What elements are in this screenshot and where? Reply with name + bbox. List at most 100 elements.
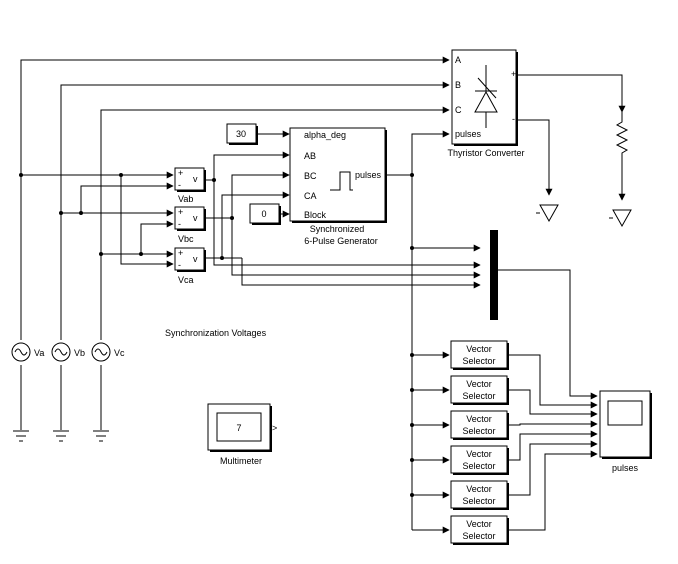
junction-dot bbox=[139, 252, 143, 256]
port-plus: + bbox=[511, 69, 516, 79]
wire-converter-plus bbox=[516, 74, 626, 113]
scope-label: pulses bbox=[612, 463, 639, 473]
ground-vc[interactable] bbox=[93, 430, 109, 442]
ground-converter-minus[interactable] bbox=[536, 204, 559, 223]
port-block: Block bbox=[304, 210, 327, 220]
wire-vs1-out bbox=[508, 354, 598, 409]
selector-label-line2: Selector bbox=[462, 426, 495, 436]
wire-vca-to-mux bbox=[241, 258, 481, 289]
port-ab: AB bbox=[304, 151, 316, 161]
voltmeter-label: Vca bbox=[178, 275, 194, 285]
constant-alpha[interactable]: 30 bbox=[226, 123, 258, 145]
port-out: v bbox=[193, 213, 198, 223]
wire-vs2-out bbox=[508, 389, 598, 418]
junction-dot bbox=[220, 256, 224, 260]
port-minus: - bbox=[178, 260, 181, 270]
vector-selector-2[interactable]: Vector Selector bbox=[450, 375, 509, 405]
ground-icon bbox=[13, 430, 29, 442]
wire-converter-minus bbox=[516, 119, 553, 196]
port-a: A bbox=[455, 55, 461, 65]
ground-icon bbox=[612, 209, 632, 228]
source-label-vb: Vb bbox=[74, 348, 85, 358]
generator-label-line1: Synchronized bbox=[310, 224, 365, 234]
wire-vs6-out bbox=[508, 450, 598, 531]
port-b: B bbox=[455, 80, 461, 90]
junction-dot bbox=[410, 246, 414, 250]
ac-source-vb[interactable]: Vb bbox=[51, 342, 85, 362]
selector-label-line2: Selector bbox=[462, 496, 495, 506]
junctions bbox=[19, 173, 414, 497]
wire-vbc-to-mux bbox=[231, 218, 481, 279]
ground-vb[interactable] bbox=[53, 430, 69, 442]
port-minus: - bbox=[512, 114, 515, 124]
wire-phase-c bbox=[100, 106, 450, 340]
junction-dot bbox=[410, 493, 414, 497]
ac-source-vc[interactable]: Vc bbox=[91, 342, 125, 362]
port-plus: + bbox=[178, 168, 183, 178]
wire-mux-out bbox=[498, 269, 598, 400]
thyristor-icon bbox=[474, 65, 498, 128]
ac-source-va[interactable]: Va bbox=[11, 342, 44, 362]
converter-label: Thyristor Converter bbox=[447, 148, 524, 158]
port-minus: - bbox=[178, 219, 181, 229]
vector-selector-6[interactable]: Vector Selector bbox=[450, 515, 509, 545]
scope-block[interactable]: pulses bbox=[599, 390, 652, 473]
thyristor-converter-block[interactable]: A B C pulses + - Thyristor Converter bbox=[447, 49, 525, 158]
junction-dot bbox=[119, 173, 123, 177]
wire-c-to-vbc-minus bbox=[140, 220, 174, 254]
selector-label-line1: Vector bbox=[466, 344, 492, 354]
ground-icon bbox=[53, 430, 69, 442]
vector-selector-1[interactable]: Vector Selector bbox=[450, 340, 509, 370]
wire-pulses-to-mux bbox=[411, 175, 481, 252]
junction-dot bbox=[410, 388, 414, 392]
selector-label-line1: Vector bbox=[466, 414, 492, 424]
selector-label-line2: Selector bbox=[462, 531, 495, 541]
junction-dot bbox=[230, 216, 234, 220]
resistor[interactable] bbox=[615, 112, 629, 180]
junction-dot bbox=[410, 173, 414, 177]
pulse-generator-block[interactable]: alpha_deg AB BC CA Block pulses Synchron… bbox=[289, 127, 387, 246]
scope-screen-icon bbox=[607, 400, 643, 426]
mux-bar[interactable] bbox=[490, 230, 498, 320]
ground-resistor[interactable] bbox=[609, 209, 632, 228]
voltmeter-label: Vbc bbox=[178, 234, 194, 244]
wire-phase-a bbox=[20, 56, 450, 340]
junction-dot bbox=[19, 173, 23, 177]
vector-selector-4[interactable]: Vector Selector bbox=[450, 445, 509, 475]
wire-vbc-to-bc bbox=[204, 171, 290, 219]
wire-pulses-to-converter bbox=[386, 130, 450, 176]
ground-icon bbox=[93, 430, 109, 442]
junction-dot bbox=[410, 458, 414, 462]
port-out: v bbox=[193, 174, 198, 184]
port-bc: BC bbox=[304, 171, 317, 181]
port-plus: + bbox=[178, 248, 183, 258]
voltmeter-label: Vab bbox=[178, 194, 193, 204]
multimeter-block[interactable]: 7 > Multimeter bbox=[207, 403, 277, 466]
vector-selector-3[interactable]: Vector Selector bbox=[450, 410, 509, 440]
selector-label-line1: Vector bbox=[466, 449, 492, 459]
junction-dot bbox=[410, 353, 414, 357]
generator-label-line2: 6-Pulse Generator bbox=[304, 236, 378, 246]
voltmeter-vab[interactable]: + - v Vab bbox=[174, 167, 206, 204]
sine-wave-icon bbox=[94, 348, 108, 356]
multimeter-label: Multimeter bbox=[220, 456, 262, 466]
port-plus: + bbox=[178, 207, 183, 217]
voltmeter-vca[interactable]: + - v Vca bbox=[174, 247, 206, 285]
voltmeter-vbc[interactable]: + - v Vbc bbox=[174, 206, 206, 244]
constant-block[interactable]: 0 bbox=[249, 203, 281, 225]
selector-label-line1: Vector bbox=[466, 484, 492, 494]
ground-va[interactable] bbox=[13, 430, 29, 442]
multimeter-port: > bbox=[272, 423, 277, 433]
wire-vca-to-ca bbox=[204, 191, 290, 259]
wire-b-to-vab-minus bbox=[80, 182, 174, 213]
selector-label-line2: Selector bbox=[462, 391, 495, 401]
vector-selector-5[interactable]: Vector Selector bbox=[450, 480, 509, 510]
junction-dot bbox=[212, 178, 216, 182]
port-pulses: pulses bbox=[355, 170, 382, 180]
wire-a-to-vca-minus bbox=[120, 175, 174, 268]
port-pulses: pulses bbox=[455, 129, 482, 139]
source-label-vc: Vc bbox=[114, 348, 125, 358]
wire-phase-b bbox=[60, 81, 450, 340]
constant-value: 30 bbox=[236, 129, 246, 139]
